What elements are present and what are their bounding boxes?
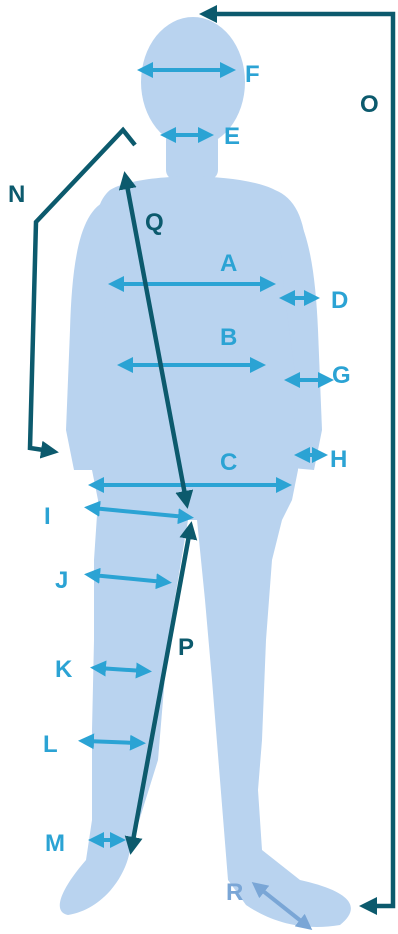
label-a: A <box>220 250 237 277</box>
neck <box>166 130 218 180</box>
label-g: G <box>332 362 351 389</box>
arrow-l-calf <box>86 741 138 743</box>
label-d: D <box>331 287 348 314</box>
label-e: E <box>224 123 240 150</box>
label-q: Q <box>145 209 164 236</box>
label-i: I <box>44 503 51 530</box>
label-b: B <box>220 324 237 351</box>
label-o: O <box>360 91 379 118</box>
label-m: M <box>45 830 65 857</box>
label-n: N <box>8 181 25 208</box>
label-h: H <box>330 446 347 473</box>
label-f: F <box>245 61 260 88</box>
label-p: P <box>178 634 194 661</box>
label-c: C <box>220 449 237 476</box>
label-k: K <box>55 656 73 683</box>
label-j: J <box>55 567 68 594</box>
label-l: L <box>43 731 58 758</box>
label-r: R <box>226 879 243 906</box>
